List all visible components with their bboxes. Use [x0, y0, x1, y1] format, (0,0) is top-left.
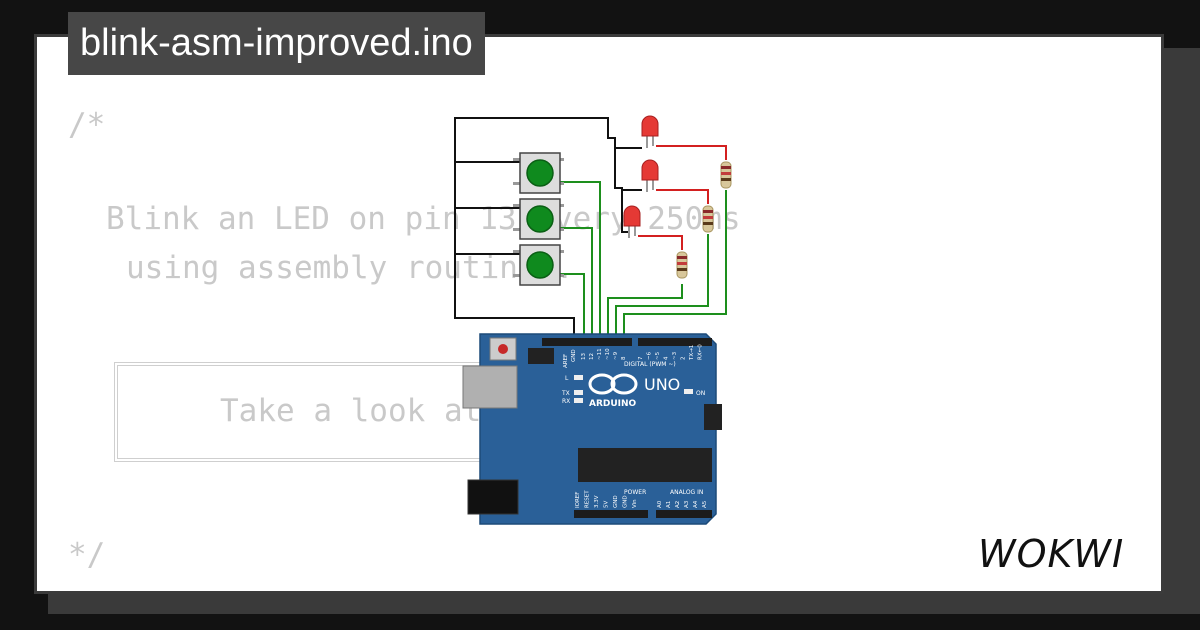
pin-label-analog: A4 [693, 500, 699, 508]
pushbutton[interactable] [513, 152, 564, 194]
pin-label-digital: 8 [621, 356, 627, 360]
usb-port [462, 365, 518, 409]
icsp-header-2 [704, 404, 722, 430]
ground-wires [454, 117, 642, 338]
pin-label-power: GND [613, 495, 619, 508]
project-title: blink-asm-improved.ino [68, 12, 485, 75]
led-red[interactable] [623, 205, 641, 238]
pin-label-digital: ~10 [605, 348, 611, 360]
wokwi-brand: WOKWI [978, 532, 1124, 576]
power-jack [467, 479, 519, 515]
pin-label-digital: ~6 [647, 351, 653, 360]
pin-label-aref: AREF [563, 354, 569, 368]
digital-label: DIGITAL (PWM ~) [624, 361, 676, 368]
pin-label-power: RESET [585, 490, 591, 508]
pin-label-digital: ~11 [597, 348, 603, 360]
pushbutton[interactable] [513, 198, 564, 240]
power-header [574, 510, 648, 518]
pin-label-digital: TX→1 [689, 345, 695, 361]
atmega-chip [578, 448, 712, 482]
pin-label-analog: A0 [657, 500, 663, 508]
pin-label-digital: 2 [681, 357, 687, 361]
comment-line-1: Blink an LED on pin 13 every 250ms [106, 201, 741, 237]
board-model: UNO [644, 375, 680, 394]
pin-label-power: IOREF [575, 492, 581, 508]
l-led-icon [574, 375, 583, 380]
icsp-header [528, 348, 554, 364]
pin-label-digital: ~5 [655, 351, 661, 360]
digital-header-left [542, 338, 632, 346]
pin-label-digital: 13 [581, 353, 587, 360]
reset-icon [498, 344, 508, 354]
power-label: POWER [624, 489, 646, 496]
pin-label-power: Vin [632, 499, 638, 508]
on-led-icon [684, 389, 693, 394]
comment-line-2: using assembly routines. [126, 250, 574, 286]
resistor[interactable] [676, 251, 688, 279]
analog-header [656, 510, 712, 518]
resistor[interactable] [720, 161, 732, 189]
arduino-logo-icon [588, 373, 638, 395]
signal-wires [560, 181, 727, 338]
comment-open: /* [68, 107, 106, 143]
resistor[interactable] [702, 205, 714, 233]
pin-label-power: 5V [604, 501, 610, 508]
board-logo-text: ARDUINO [589, 399, 637, 409]
led-red[interactable] [641, 159, 659, 192]
on-label: ON [696, 390, 705, 397]
led-red[interactable] [641, 115, 659, 148]
pin-label-gnd: GND [571, 349, 577, 362]
pushbutton[interactable] [513, 244, 564, 286]
l-label: L [565, 375, 569, 382]
tx-label: TX [561, 390, 570, 397]
rx-led-icon [574, 398, 583, 403]
comment-close: */ [68, 537, 106, 573]
pin-label-digital: 7 [638, 356, 644, 360]
pin-label-analog: A2 [675, 501, 681, 508]
led-wires [638, 145, 727, 250]
pin-label-digital: ~3 [672, 351, 678, 360]
pin-label-digital: RX←0 [698, 344, 704, 360]
analog-label: ANALOG IN [670, 489, 703, 496]
arduino-uno-board[interactable]: ARDUINO UNO DIGITAL (PWM ~) POWER ANALOG… [462, 333, 722, 525]
pin-label-digital: 4 [664, 356, 670, 360]
pin-label-analog: A3 [684, 500, 690, 508]
pin-label-analog: A1 [666, 501, 672, 508]
rx-label: RX [562, 398, 570, 405]
pin-label-digital: 12 [589, 353, 595, 360]
pin-label-power: 3.3V [594, 495, 600, 508]
comment-box [114, 362, 554, 462]
tx-led-icon [574, 390, 583, 395]
pin-label-power: GND [623, 495, 629, 508]
pin-label-digital: ~9 [613, 351, 619, 360]
wokwi-logo: WOKWI [978, 532, 1124, 576]
pin-label-analog: A5 [702, 500, 708, 508]
digital-header-right [638, 338, 712, 346]
